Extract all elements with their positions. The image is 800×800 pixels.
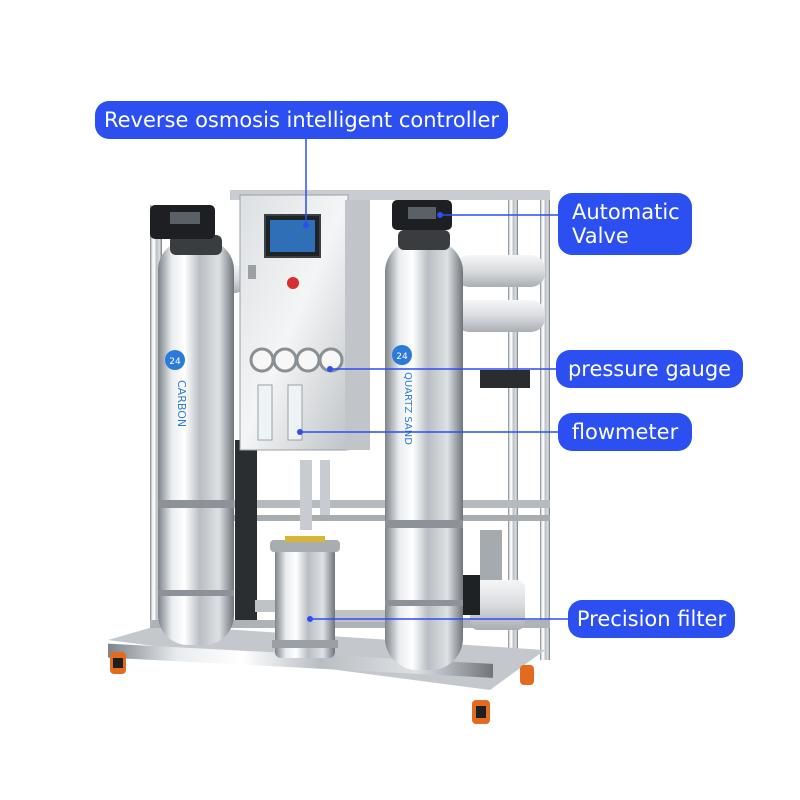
callout-pressure-gauge-label: pressure gauge — [567, 357, 732, 381]
pressure-gauges — [249, 347, 344, 373]
callout-precision-filter: Precision filter — [568, 600, 735, 638]
vessel-label-carbon: CARBON — [175, 380, 188, 427]
flowmeters — [257, 384, 303, 441]
membrane-tubes — [215, 255, 545, 388]
carbon-vessel: 24 CARBON — [150, 205, 234, 645]
callout-controller-label: Reverse osmosis intelligent controller — [103, 108, 500, 132]
callout-controller: Reverse osmosis intelligent controller — [95, 101, 508, 139]
vessel-badge-right: 24 — [396, 352, 408, 362]
leader-dots — [297, 212, 443, 622]
caster-wheels — [110, 652, 534, 724]
callout-valve-line2: Valve — [572, 224, 629, 248]
vessel-label-quartz-sand: QUARTZ SAND — [402, 372, 413, 445]
callout-flowmeter-label: flowmeter — [571, 420, 679, 444]
vessel-badge-left: 24 — [169, 357, 181, 367]
callout-flowmeter: flowmeter — [558, 413, 692, 451]
control-panel — [239, 194, 370, 451]
quartz-sand-vessel: 24 QUARTZ SAND — [385, 200, 463, 670]
callout-precision-filter-label: Precision filter — [576, 607, 727, 631]
callout-automatic-valve: Automatic Valve — [558, 193, 692, 255]
callout-valve-line1: Automatic — [572, 200, 680, 224]
precision-filter — [270, 536, 340, 658]
callout-pressure-gauge: pressure gauge — [556, 350, 743, 388]
leader-lines — [300, 139, 568, 620]
